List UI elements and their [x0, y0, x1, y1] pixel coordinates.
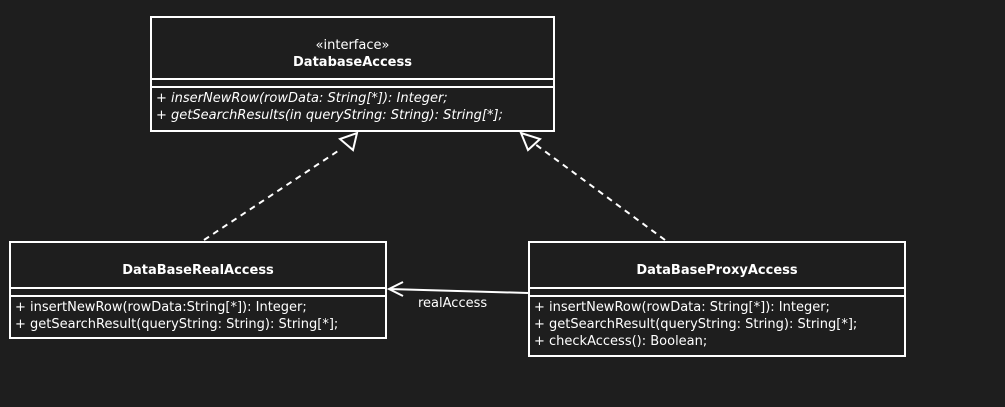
- class-name: DataBaseRealAccess: [122, 263, 274, 278]
- operations-compartment: + insertNewRow(rowData:String[*]): Integ…: [11, 297, 385, 333]
- class-header: «interface» DatabaseAccess: [152, 18, 553, 80]
- attributes-compartment: [530, 289, 904, 297]
- attributes-compartment: [11, 289, 385, 297]
- operation-item: + insertNewRow(rowData:String[*]): Integ…: [15, 300, 307, 315]
- association-arrowhead: [386, 281, 404, 297]
- stereotype-label: «interface»: [315, 38, 390, 53]
- class-header: DataBaseProxyAccess: [530, 243, 904, 289]
- class-database-real-access[interactable]: DataBaseRealAccess + insertNewRow(rowDat…: [9, 241, 387, 339]
- class-database-proxy-access[interactable]: DataBaseProxyAccess + insertNewRow(rowDa…: [528, 241, 906, 357]
- realization-edge-proxy: [534, 143, 666, 241]
- operations-compartment: + insertNewRow(rowData: String[*]): Inte…: [530, 297, 904, 350]
- operations-compartment: + inserNewRow(rowData: String[*]): Integ…: [152, 88, 553, 124]
- operation-item: + inserNewRow(rowData: String[*]): Integ…: [156, 91, 448, 106]
- class-database-access[interactable]: «interface» DatabaseAccess + inserNewRow…: [150, 16, 555, 132]
- class-name: DataBaseProxyAccess: [636, 263, 798, 278]
- operation-item: + getSearchResult(queryString: String): …: [534, 317, 858, 332]
- association-edge: [388, 288, 529, 294]
- realization-arrowhead-real: [338, 131, 359, 152]
- realization-edge-real: [203, 148, 342, 241]
- class-header: DataBaseRealAccess: [11, 243, 385, 289]
- operation-item: + insertNewRow(rowData: String[*]): Inte…: [534, 300, 830, 315]
- operation-item: + checkAccess(): Boolean;: [534, 334, 708, 349]
- attributes-compartment: [152, 80, 553, 88]
- operation-item: + getSearchResults(in queryString: Strin…: [156, 108, 503, 123]
- realization-arrowhead-proxy: [519, 131, 542, 152]
- operation-item: + getSearchResult(queryString: String): …: [15, 317, 339, 332]
- class-name: DatabaseAccess: [293, 55, 412, 70]
- association-label: realAccess: [418, 296, 488, 311]
